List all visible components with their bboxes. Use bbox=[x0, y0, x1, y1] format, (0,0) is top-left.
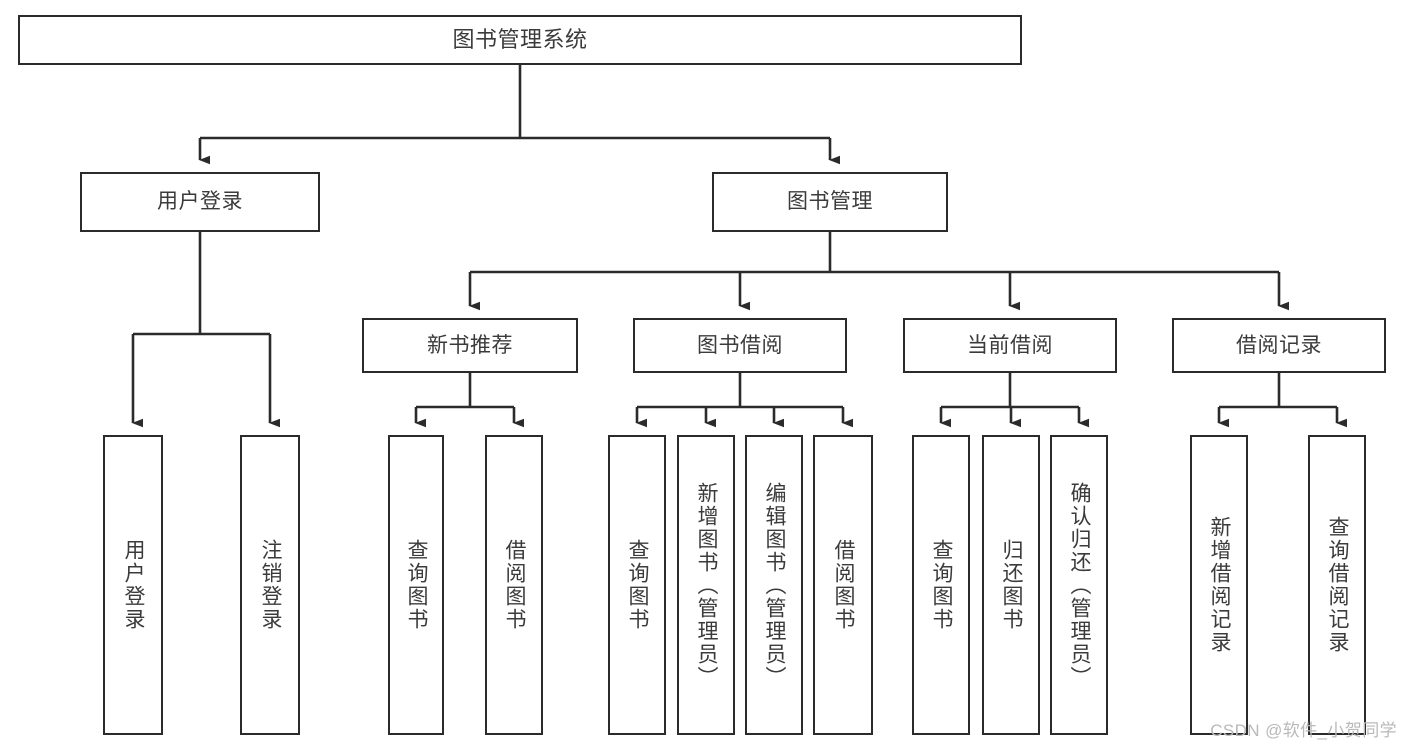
leaf-query-book-current[interactable]: 查询图书 bbox=[912, 435, 970, 735]
node-book-borrowing[interactable]: 图书借阅 bbox=[633, 318, 847, 373]
node-label: 新增图书（管理员） bbox=[695, 481, 719, 689]
node-label: 图书管理系统 bbox=[452, 26, 588, 52]
node-label: 用户登录 bbox=[122, 539, 146, 631]
node-borrowing-record[interactable]: 借阅记录 bbox=[1172, 318, 1386, 373]
leaf-edit-book-admin[interactable]: 编辑图书（管理员） bbox=[745, 435, 803, 735]
node-label: 归还图书 bbox=[1000, 539, 1024, 631]
node-root-book-management-system[interactable]: 图书管理系统 bbox=[18, 15, 1022, 65]
node-label: 查询图书 bbox=[405, 539, 429, 631]
leaf-borrow-book-recommendation[interactable]: 借阅图书 bbox=[485, 435, 543, 735]
leaf-add-borrow-record[interactable]: 新增借阅记录 bbox=[1190, 435, 1248, 735]
leaf-borrow-book[interactable]: 借阅图书 bbox=[813, 435, 873, 735]
node-label: 用户登录 bbox=[157, 190, 243, 214]
node-label: 当前借阅 bbox=[967, 333, 1053, 357]
watermark-text: CSDN @软件_小贺同学 bbox=[1210, 721, 1397, 740]
node-label: 新增借阅记录 bbox=[1208, 516, 1232, 654]
node-label: 图书管理 bbox=[787, 190, 873, 214]
node-label: 查询图书 bbox=[626, 539, 650, 631]
node-label: 借阅记录 bbox=[1236, 333, 1322, 357]
node-label: 借阅图书 bbox=[832, 539, 856, 631]
node-label: 借阅图书 bbox=[503, 539, 527, 631]
node-label: 编辑图书（管理员） bbox=[763, 481, 787, 689]
leaf-user-login[interactable]: 用户登录 bbox=[103, 435, 163, 735]
leaf-confirm-return-admin[interactable]: 确认归还（管理员） bbox=[1050, 435, 1108, 735]
node-user-login[interactable]: 用户登录 bbox=[80, 172, 320, 232]
node-label: 查询借阅记录 bbox=[1326, 516, 1350, 654]
leaf-add-book-admin[interactable]: 新增图书（管理员） bbox=[677, 435, 735, 735]
leaf-logout[interactable]: 注销登录 bbox=[240, 435, 300, 735]
leaf-query-borrow-record[interactable]: 查询借阅记录 bbox=[1308, 435, 1366, 735]
node-label: 确认归还（管理员） bbox=[1068, 481, 1092, 689]
leaf-return-book[interactable]: 归还图书 bbox=[982, 435, 1040, 735]
node-new-book-recommendation[interactable]: 新书推荐 bbox=[362, 318, 578, 373]
node-current-borrowing[interactable]: 当前借阅 bbox=[903, 318, 1117, 373]
leaf-query-book-borrowing[interactable]: 查询图书 bbox=[608, 435, 666, 735]
node-label: 新书推荐 bbox=[427, 333, 513, 357]
node-label: 图书借阅 bbox=[697, 333, 783, 357]
node-label: 查询图书 bbox=[930, 539, 954, 631]
leaf-query-book-recommendation[interactable]: 查询图书 bbox=[388, 435, 444, 735]
node-book-management[interactable]: 图书管理 bbox=[712, 172, 948, 232]
node-label: 注销登录 bbox=[259, 539, 283, 631]
